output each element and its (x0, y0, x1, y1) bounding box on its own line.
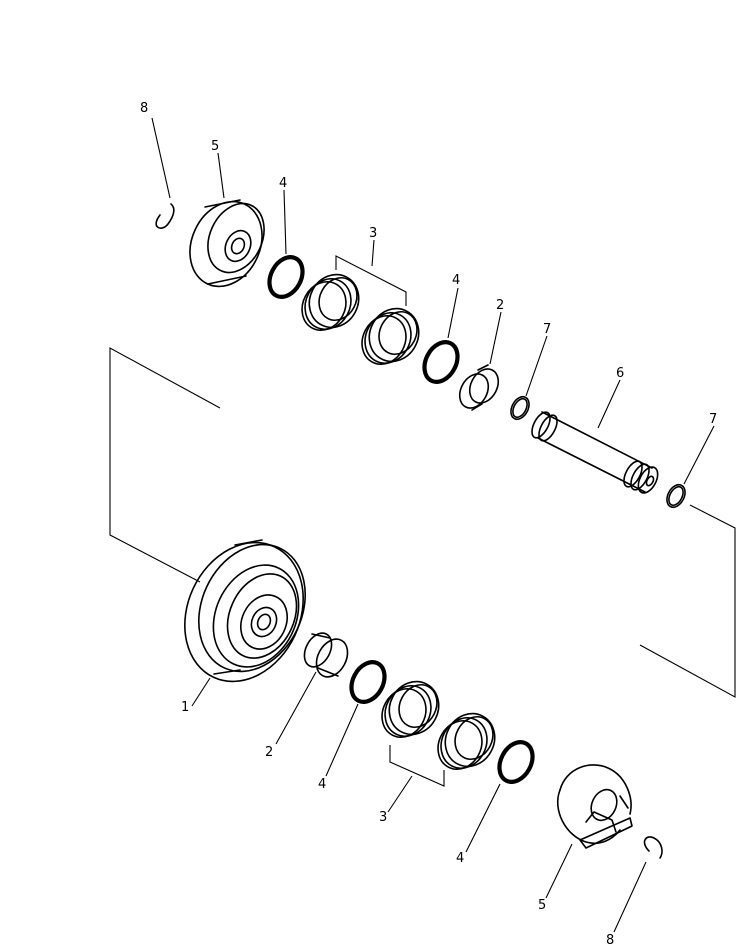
callout-7-upper: 7 (543, 322, 551, 337)
small-o-ring-right (666, 483, 686, 509)
callout-7-right: 7 (709, 412, 717, 427)
callout-leaders (151, 117, 715, 933)
floating-seal-upper-b (361, 307, 420, 365)
floating-seal-lower-b (437, 712, 496, 770)
callout-3-lower: 3 (379, 810, 387, 825)
callout-labels: 8 5 4 3 4 2 7 6 7 1 2 4 3 4 5 8 (140, 101, 717, 948)
assembly-bracket-left (109, 347, 221, 583)
callout-4-lower-1: 4 (318, 777, 326, 792)
callout-2-lower: 2 (265, 745, 273, 760)
small-o-ring-upper (510, 395, 530, 421)
bushing-upper (458, 364, 500, 411)
callout-1: 1 (181, 700, 189, 715)
assembly-bracket-right (639, 504, 736, 698)
callout-8-lower: 8 (606, 933, 614, 948)
callout-4-upper-1: 4 (279, 176, 287, 191)
floating-seal-upper-a (301, 273, 360, 331)
callout-2-upper: 2 (496, 298, 504, 313)
snap-ring-upper (155, 203, 175, 229)
callout-4-lower-2: 4 (456, 851, 464, 866)
collar-upper (189, 199, 265, 288)
bushing-lower (303, 632, 349, 678)
idler-roller (184, 539, 307, 683)
callout-5-upper: 5 (211, 139, 219, 154)
snap-ring-lower (643, 836, 663, 859)
o-ring-lower-2 (497, 740, 535, 784)
callout-6: 6 (616, 366, 624, 381)
bracket-3-lower (389, 745, 445, 787)
shaft (531, 411, 659, 494)
collar-lower (556, 764, 633, 849)
callout-5-lower: 5 (538, 898, 546, 913)
floating-seal-lower-a (381, 680, 440, 738)
o-ring-upper-1 (267, 255, 305, 299)
o-ring-lower-1 (349, 660, 387, 704)
callout-3-upper: 3 (369, 226, 377, 241)
bracket-3-upper (335, 255, 407, 306)
callout-4-upper-2: 4 (452, 273, 460, 288)
o-ring-upper-2 (422, 340, 460, 384)
callout-8-upper: 8 (140, 101, 148, 116)
